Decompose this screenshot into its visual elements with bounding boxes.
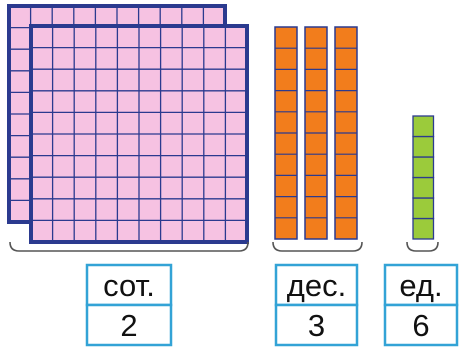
hundreds-digit: 2 <box>120 308 137 343</box>
ten-rod <box>334 26 358 240</box>
ones-header-cell <box>383 263 459 307</box>
ones-digit: 6 <box>412 308 429 343</box>
tens-value-cell <box>274 303 359 347</box>
hundreds-header-cell <box>85 263 173 307</box>
hundreds-label-box: сот. 2 <box>85 263 173 347</box>
one-cube <box>412 176 435 199</box>
tens-label-box: дес. 3 <box>274 263 359 347</box>
one-cube <box>412 115 435 138</box>
tens-digit: 3 <box>308 308 325 343</box>
hundreds-blocks <box>7 4 249 244</box>
hundreds-brace <box>9 241 249 252</box>
one-cube <box>412 156 435 179</box>
group-braces <box>9 241 439 252</box>
one-cube <box>412 217 435 240</box>
tens-header: дес. <box>287 268 346 303</box>
tens-rods <box>274 26 358 240</box>
ones-brace <box>406 241 439 252</box>
tens-header-cell <box>274 263 359 307</box>
ones-value-cell <box>383 303 459 347</box>
ones-header: ед. <box>399 268 442 303</box>
ten-rod <box>274 26 298 240</box>
hundred-flat <box>29 24 249 244</box>
one-cube <box>412 135 435 158</box>
ten-rod <box>304 26 328 240</box>
hundreds-header: сот. <box>103 268 155 303</box>
ones-cubes <box>412 115 435 240</box>
one-cube <box>412 197 435 220</box>
hundreds-value-cell <box>85 303 173 347</box>
ones-label-box: ед. 6 <box>383 263 459 347</box>
tens-brace <box>272 241 363 252</box>
